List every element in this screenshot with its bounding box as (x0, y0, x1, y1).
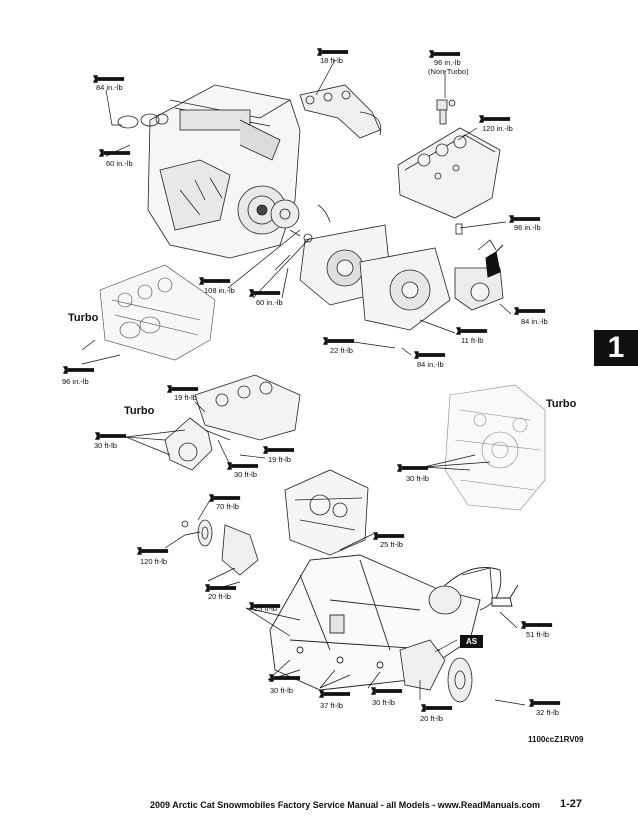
torque-label: 25 ft-lb (254, 604, 277, 613)
torque-label: 30 ft-lb (94, 441, 117, 450)
torque-label: 96 in.-lb (434, 58, 461, 67)
torque-label: 25 ft-lb (380, 540, 403, 549)
drive-clutch (181, 519, 259, 576)
torque-label: 20 ft-lb (420, 714, 443, 723)
page-footer: 2009 Arctic Cat Snowmobiles Factory Serv… (0, 796, 638, 816)
torque-label: 84 in.-lb (417, 360, 444, 369)
torque-label: 32 ft-lb (536, 708, 559, 717)
footer-text: 2009 Arctic Cat Snowmobiles Factory Serv… (150, 800, 540, 810)
torque-label: 30 ft-lb (234, 470, 257, 479)
torque-label: 84 in.-lb (521, 317, 548, 326)
torque-label: 30 ft-lb (406, 474, 429, 483)
torque-note: (Non-Turbo) (428, 67, 469, 76)
engine-block-top (147, 84, 301, 259)
torque-label: 30 ft-lb (372, 698, 395, 707)
turbo-label-right: Turbo (546, 398, 577, 410)
turbo-label-middle: Turbo (124, 405, 155, 417)
seal-rings (117, 113, 169, 129)
torque-label: 108 in.-lb (204, 286, 235, 295)
sensor-part (436, 99, 456, 125)
torque-label: 60 in.-lb (256, 298, 283, 307)
engine-lower (284, 469, 369, 556)
driven-clutch (399, 567, 494, 703)
torque-label: 120 in.-lb (482, 124, 513, 133)
wrench-icon (318, 688, 352, 700)
wrench-icon (396, 462, 430, 474)
wrench-icon (136, 545, 170, 557)
page-number: 1-27 (560, 798, 583, 810)
turbo-engine-right (444, 384, 546, 511)
torque-label: 37 ft-lb (320, 701, 343, 710)
torque-label: 19 ft-lb (174, 393, 197, 402)
grease-tube-icon (491, 584, 519, 607)
as-badge: AS (460, 635, 484, 648)
turbo-cylinder-head (99, 264, 216, 361)
small-parts (274, 204, 463, 299)
torque-label: 19 ft-lb (268, 455, 291, 464)
exhaust-manifold (299, 84, 382, 139)
wrench-icon (62, 364, 96, 376)
turbo-label-left: Turbo (68, 312, 99, 324)
torque-label: 60 in.-lb (106, 159, 133, 168)
torque-label: 96 in.-lb (514, 223, 541, 232)
wrench-icon (98, 147, 132, 159)
section-tab: 1 (594, 330, 638, 366)
torque-label: 11 ft-lb (461, 336, 484, 345)
torque-label: 20 ft-lb (208, 592, 231, 601)
wrench-icon (513, 305, 547, 317)
oil-bottle-icon (485, 244, 504, 278)
torque-label: 18 ft-lb (320, 56, 343, 65)
wrench-icon (268, 672, 302, 684)
valve-cover (397, 127, 501, 219)
torque-label: 96 in.-lb (62, 377, 89, 386)
torque-label: 120 ft-lb (140, 557, 168, 566)
wrench-icon (370, 685, 404, 697)
torque-label: 30 ft-lb (270, 686, 293, 695)
torque-label: 70 ft-lb (216, 502, 239, 511)
wrench-icon (420, 702, 454, 714)
stator-cover-assembly (299, 224, 504, 331)
leader-lines (81, 59, 526, 706)
figure-id: 1100ccZ1RV09 (528, 735, 584, 744)
torque-label: 22 ft-lb (330, 346, 353, 355)
torque-label: 51 ft-lb (526, 630, 549, 639)
torque-label: 84 in.-lb (96, 83, 123, 92)
